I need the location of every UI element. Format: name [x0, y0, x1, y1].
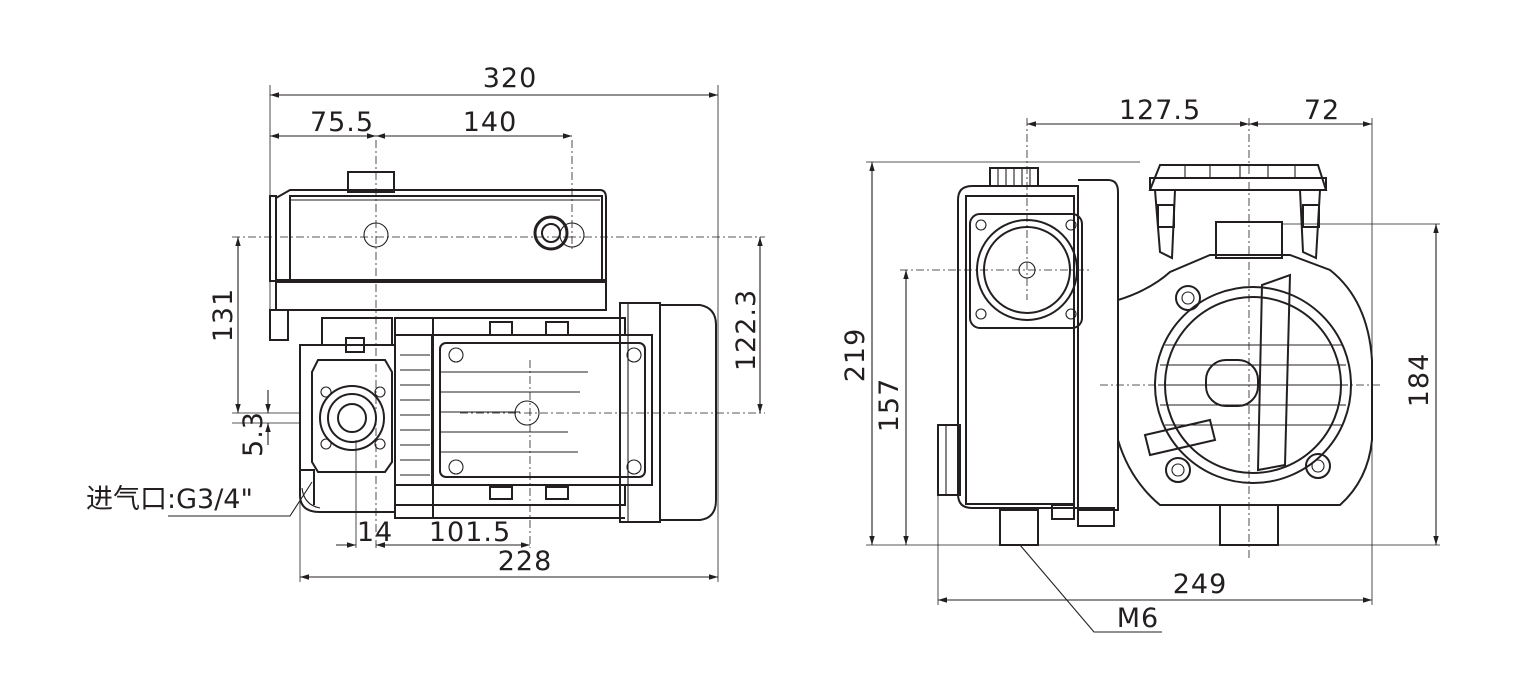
- control-panel: [937, 167, 1119, 546]
- pump-head: [299, 317, 396, 513]
- pump-body: [1117, 221, 1373, 546]
- side-dimension-texts: 320 75.5 140 131 122.3 5.3 14 101.5 228 …: [86, 63, 762, 577]
- dim-320: 320: [483, 63, 538, 94]
- bolt-label: M6: [1117, 603, 1159, 634]
- dim-14: 14: [357, 517, 393, 548]
- side-view: 320 75.5 140 131 122.3 5.3 14 101.5 228 …: [86, 63, 765, 582]
- dim-131: 131: [208, 288, 239, 343]
- dim-127-5: 127.5: [1119, 95, 1201, 126]
- dim-184: 184: [1404, 353, 1435, 408]
- inlet-label: 进气口:G3/4": [86, 484, 253, 515]
- dim-140: 140: [463, 107, 518, 138]
- dim-5-3: 5.3: [238, 411, 269, 457]
- side-dimension-lines: [168, 92, 763, 580]
- dim-228: 228: [498, 546, 553, 577]
- motor-body: [394, 317, 653, 519]
- dim-101-5: 101.5: [429, 517, 511, 548]
- side-centre-lines: [232, 140, 765, 548]
- front-dimension-lines: [869, 121, 1439, 633]
- front-view: 127.5 72 219 157 184 249 M6: [840, 95, 1440, 634]
- control-box: [269, 171, 607, 341]
- front-centre-lines: [900, 118, 1380, 560]
- front-extension-lines: [866, 118, 1440, 605]
- dim-219: 219: [840, 328, 871, 383]
- dim-72: 72: [1304, 95, 1340, 126]
- top-bracket: [1148, 164, 1328, 260]
- front-dimension-texts: 127.5 72 219 157 184 249 M6: [840, 95, 1435, 634]
- dim-75-5: 75.5: [310, 107, 374, 138]
- cooling-fins: [394, 317, 434, 519]
- dim-249: 249: [1173, 569, 1228, 600]
- dim-157: 157: [874, 378, 905, 433]
- dim-122-3: 122.3: [731, 289, 762, 371]
